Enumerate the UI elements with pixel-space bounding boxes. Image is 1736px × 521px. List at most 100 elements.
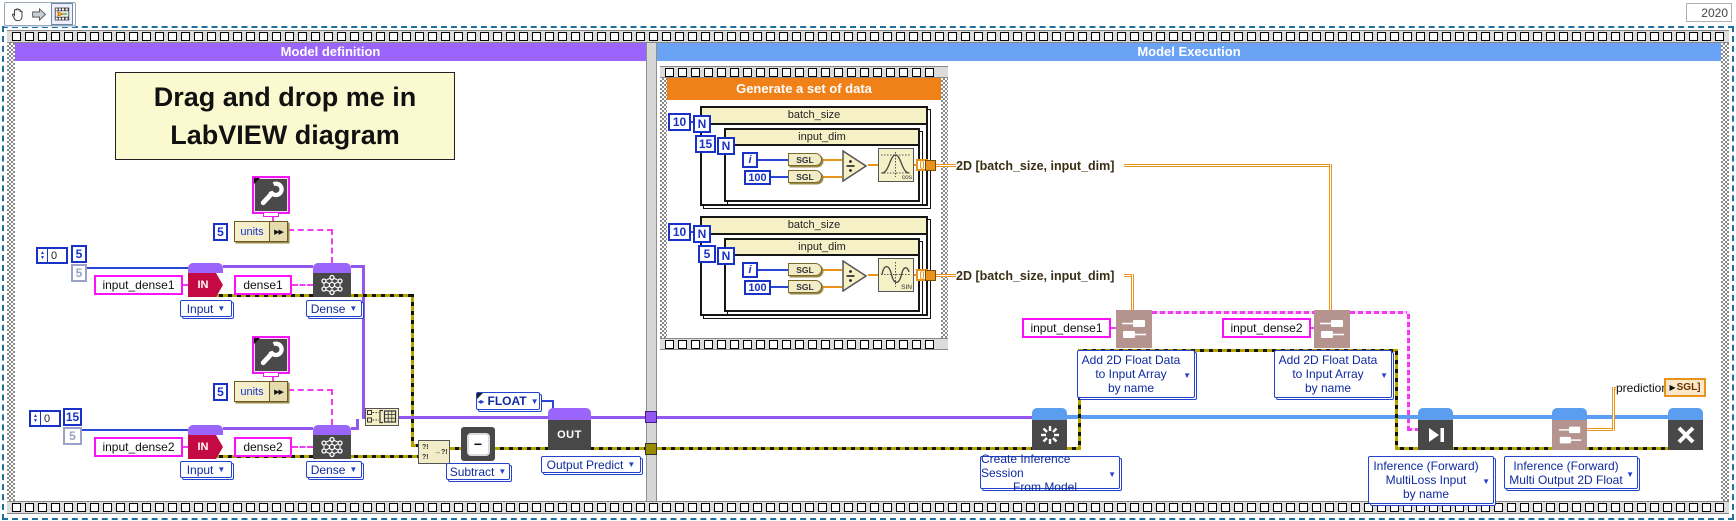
- model-execution-header: Model Execution: [657, 43, 1721, 61]
- add-name-label-2[interactable]: input_dense2: [1222, 318, 1311, 338]
- add-data-node-1[interactable]: [1116, 310, 1152, 348]
- spinner-arrows-icon[interactable]: ▲▼: [38, 249, 48, 262]
- input-name-label-1[interactable]: input_dense1: [94, 275, 183, 295]
- merge-errors-node[interactable]: ?! ?! →?!: [418, 440, 450, 464]
- sequence-border-bottom: [7, 501, 1729, 514]
- inference-multiloss-node[interactable]: [1418, 408, 1453, 450]
- batch-count-constant-1[interactable]: 10: [668, 113, 691, 131]
- wire: [822, 269, 842, 271]
- wire: [223, 265, 313, 268]
- model-wire: [657, 416, 1032, 419]
- prediction-array-terminal[interactable]: ▶ SGL]: [1664, 378, 1706, 397]
- dim-constant-1a[interactable]: 5: [71, 245, 87, 263]
- spinner-arrows-icon[interactable]: ▲▼: [31, 412, 41, 425]
- wire-label-2d-2: 2D [batch_size, input_dim]: [956, 267, 1124, 285]
- sine-node[interactable]: SIN: [878, 258, 914, 292]
- build-array-icon: [367, 409, 397, 424]
- node-cap: [1032, 408, 1067, 420]
- generator-border-bottom: [660, 338, 948, 350]
- inference-multiloss-selector[interactable]: Inference (Forward) MultiLoss Input by n…: [1368, 456, 1494, 504]
- error-wire: [1067, 447, 1080, 450]
- wire: [288, 229, 333, 231]
- create-session-selector[interactable]: Create Inference Session From Model ▼: [980, 452, 1120, 494]
- output-node[interactable]: OUT: [548, 408, 591, 450]
- diagram-tool-icon[interactable]: [51, 3, 73, 25]
- destroy-session-node[interactable]: [1668, 408, 1703, 450]
- index-control-2[interactable]: ▲▼ 0: [29, 410, 61, 427]
- error-wire: [1078, 349, 1397, 352]
- loop-count-terminal[interactable]: N: [717, 247, 735, 265]
- dim-count-constant-1[interactable]: 15: [695, 135, 716, 153]
- to-single-cast[interactable]: SGL: [788, 280, 822, 293]
- add-name-label-1[interactable]: input_dense1: [1022, 318, 1111, 338]
- iteration-terminal[interactable]: i: [742, 152, 758, 168]
- out-icon: OUT: [548, 420, 591, 450]
- input-node-2[interactable]: IN: [188, 425, 223, 459]
- in-icon: IN: [188, 435, 223, 459]
- divide-icon: [842, 259, 868, 293]
- for-loop-dim-2: input_dim: [724, 238, 920, 312]
- add-data-selector-2[interactable]: Add 2D Float Data to Input Array by name…: [1274, 350, 1392, 398]
- units-constant-1[interactable]: 5: [213, 223, 228, 241]
- wire: [183, 284, 188, 286]
- dense-layer-node-2[interactable]: [313, 425, 351, 459]
- add-data-node-2[interactable]: [1314, 310, 1350, 348]
- iteration-terminal[interactable]: i: [742, 262, 758, 278]
- batch-count-constant-2[interactable]: 10: [668, 223, 691, 241]
- layer-type-selector-2[interactable]: Dense▼: [306, 461, 362, 478]
- input-type-selector-1[interactable]: Input▼: [180, 300, 232, 317]
- divisor-constant-2[interactable]: 100: [744, 280, 771, 295]
- indexing-tunnel: [925, 270, 936, 281]
- sine-curve-icon: [881, 262, 910, 287]
- loop-count-terminal[interactable]: N: [717, 137, 735, 155]
- to-single-cast[interactable]: SGL: [788, 153, 822, 166]
- year-label: 2020: [1686, 3, 1732, 22]
- index-control-1[interactable]: ▲▼ 0: [36, 247, 68, 264]
- create-session-node[interactable]: [1032, 408, 1067, 450]
- error-wire: [411, 444, 420, 447]
- build-model-node[interactable]: [365, 408, 399, 426]
- arrow-tool-icon[interactable]: [29, 4, 49, 24]
- wire: [351, 427, 359, 430]
- float-type-ring[interactable]: ◂▸ FLOAT▼: [476, 392, 540, 410]
- dim-constant-1b[interactable]: 5: [71, 264, 87, 282]
- to-single-cast[interactable]: SGL: [788, 263, 822, 276]
- loop-count-terminal[interactable]: N: [693, 115, 711, 133]
- data-wire: [1131, 274, 1134, 310]
- units-constant-2[interactable]: 5: [213, 383, 228, 401]
- pan-hand-icon[interactable]: [7, 4, 27, 24]
- output-type-selector[interactable]: Output Predict▼: [541, 456, 641, 473]
- wire: [331, 229, 333, 263]
- inference-multioutput-node[interactable]: [1552, 408, 1587, 450]
- cosine-node[interactable]: cos: [878, 148, 914, 182]
- dim-constant-2b[interactable]: 5: [63, 427, 82, 445]
- corner-fold: [477, 393, 483, 399]
- dim-count-constant-2[interactable]: 5: [698, 245, 716, 263]
- layer-name-label-2[interactable]: dense2: [234, 437, 292, 457]
- error-wire: [657, 447, 1033, 450]
- units-node-2[interactable]: units ▶▶: [234, 381, 288, 402]
- subtract-node[interactable]: −: [461, 427, 495, 461]
- object-wire: [1407, 428, 1418, 431]
- add-data-selector-1[interactable]: Add 2D Float Data to Input Array by name…: [1077, 350, 1195, 398]
- indexing-tunnel: [925, 160, 936, 171]
- layer-name-label-1[interactable]: dense1: [234, 275, 292, 295]
- subtract-selector[interactable]: Subtract▼: [446, 463, 510, 480]
- wrench-config-node-1[interactable]: [252, 176, 290, 214]
- divide-node[interactable]: [842, 149, 868, 187]
- inference-multioutput-selector[interactable]: Inference (Forward) Multi Output 2D Floa…: [1504, 456, 1638, 489]
- input-node-1[interactable]: IN: [188, 263, 223, 297]
- loop-count-terminal[interactable]: N: [693, 225, 711, 243]
- dim-constant-2a[interactable]: 15: [63, 408, 82, 426]
- wrench-config-node-2[interactable]: [252, 336, 290, 374]
- divide-node[interactable]: [842, 259, 868, 297]
- input-name-label-2[interactable]: input_dense2: [94, 437, 183, 457]
- layer-type-selector-1[interactable]: Dense▼: [306, 300, 362, 317]
- divisor-constant-1[interactable]: 100: [744, 170, 771, 185]
- object-wire: [1152, 311, 1314, 314]
- to-single-cast[interactable]: SGL: [788, 170, 822, 183]
- node-cap: [313, 263, 351, 273]
- input-type-selector-2[interactable]: Input▼: [180, 461, 232, 478]
- dense-layer-node-1[interactable]: [313, 263, 351, 297]
- units-node-1[interactable]: units ▶▶: [234, 221, 288, 242]
